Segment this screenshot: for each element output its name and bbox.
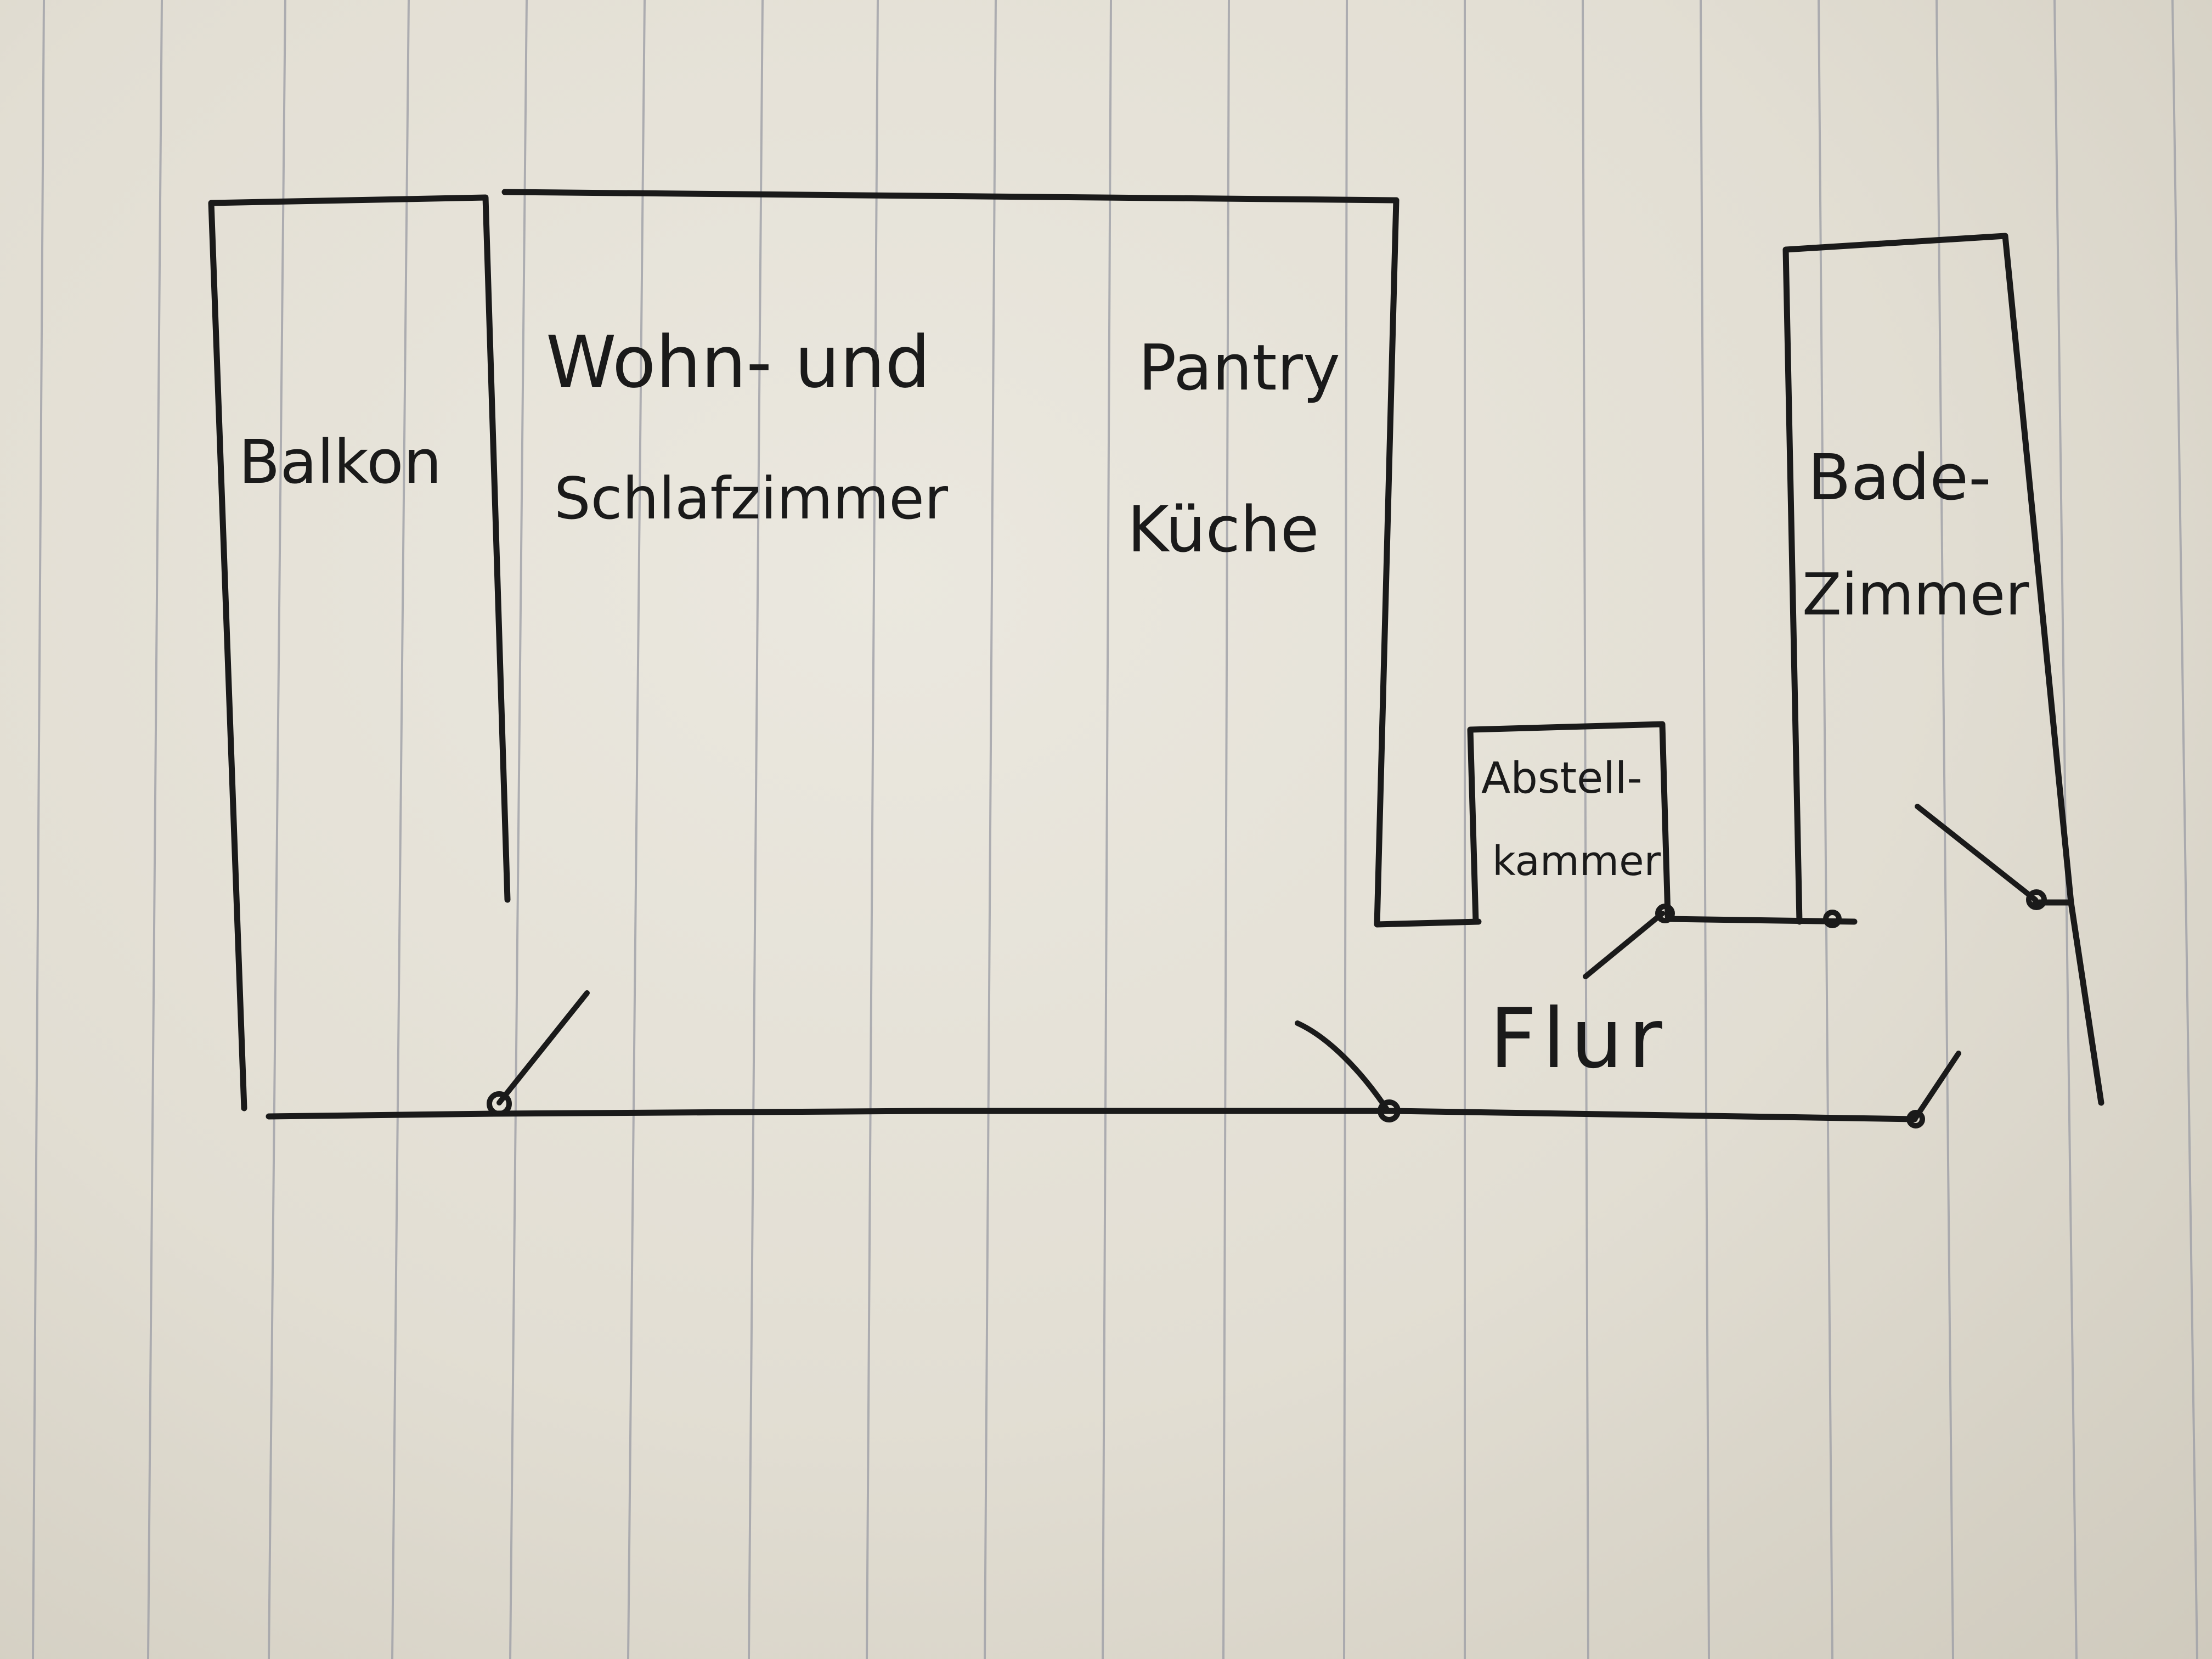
bathroom-door [1915,804,2038,902]
label-bade-line2: Zimmer [1802,561,2029,628]
label-wohn-line2: Schlafzimmer [554,465,949,532]
doors [487,804,2047,1128]
balcony-door-hinge-icon [487,1091,512,1116]
walls [208,189,2104,1122]
living-room-door [1295,1020,1391,1114]
paper-ruling [32,0,2198,1659]
label-bade-line1: Bade- [1808,441,1991,515]
storage-room-wall [1467,721,1671,925]
label-kueche: Küche [1127,493,1319,567]
bathroom-wall [1782,233,2104,1106]
bottom-wall [266,1108,1918,1122]
corridor-wall-segment [1664,916,1858,925]
label-wohn-line1: Wohn- und [546,320,930,404]
balcony-door [496,990,590,1105]
storage-room-door-hinge-icon [1655,904,1675,923]
label-abstell-line1: Abstell- [1481,754,1643,803]
label-balkon: Balkon [239,427,442,497]
corridor-wall-end-icon [1823,910,1842,928]
entrance-door-hinge-icon [1906,1110,1925,1128]
label-pantry: Pantry [1138,331,1340,405]
entrance-door [1912,1051,1961,1122]
balcony-wall [208,194,511,1111]
label-flur: Flur [1489,991,1668,1087]
living-room-door-hinge-icon [1378,1099,1401,1122]
living-room-wall [501,189,1482,928]
bathroom-door-hinge-icon [2026,889,2047,910]
room-labels: Balkon Wohn- und Schlafzimmer Pantry Küc… [239,320,2029,1087]
label-abstell-line2: kammer [1492,838,1661,885]
storage-room-door [1583,911,1665,979]
